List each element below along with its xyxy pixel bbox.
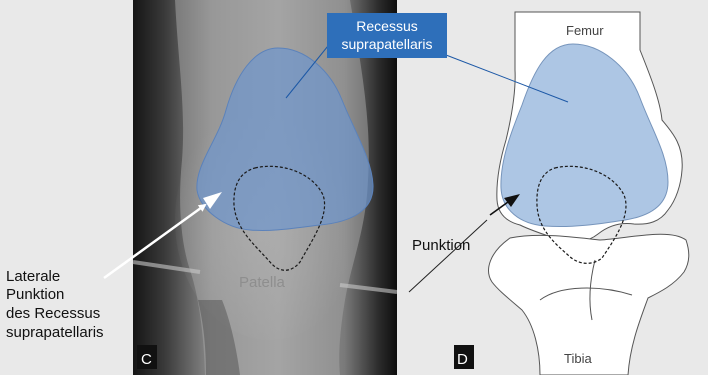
- callout-line-2: suprapatellaris: [341, 36, 432, 52]
- tibia-label: Tibia: [564, 351, 592, 366]
- femur-label: Femur: [566, 23, 604, 38]
- annotation-line-1: Laterale: [6, 268, 60, 285]
- patella-label: Patella: [239, 274, 286, 291]
- annotation-line-3: des Recessus: [6, 305, 100, 322]
- annotation-line-2: Punktion: [6, 286, 64, 303]
- panel-c-letter: C: [141, 351, 152, 368]
- annotation-line-4: suprapatellaris: [6, 324, 104, 341]
- callout-line-1: Recessus: [356, 18, 417, 34]
- panel-d-letter: D: [457, 351, 468, 368]
- punktion-label: Punktion: [412, 237, 470, 254]
